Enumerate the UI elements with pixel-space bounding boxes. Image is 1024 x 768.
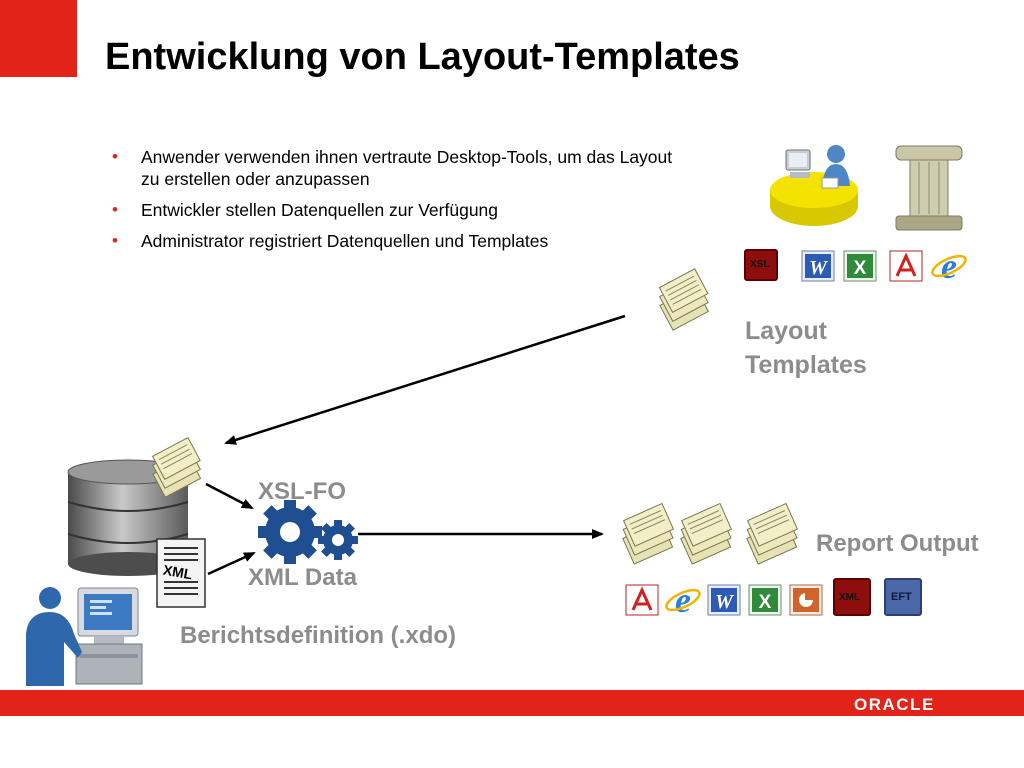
slide-title: Entwicklung von Layout-Templates <box>105 36 740 78</box>
output-xml-badge-icon: XML <box>833 578 871 616</box>
arrow-xmldata-to-engine <box>207 551 256 576</box>
svg-text:X: X <box>854 258 867 279</box>
bullet-dot: • <box>112 200 118 219</box>
xml-document-icon <box>156 538 206 608</box>
bullet-text: Administrator registriert Datenquellen u… <box>141 231 549 251</box>
output-ie-icon: e <box>665 580 701 620</box>
bullet-text: Entwickler stellen Datenquellen zur Verf… <box>141 200 499 220</box>
bullet-dot: • <box>112 231 118 250</box>
arrow-xslfo-to-engine <box>205 482 254 510</box>
person-computer-icon <box>26 587 143 686</box>
report-output-label: Report Output <box>816 530 979 557</box>
corner-accent <box>0 0 77 77</box>
layout-templates-label: Layout Templates <box>745 314 867 382</box>
output-powerpoint-icon <box>789 584 823 616</box>
output-eft-badge-icon: EFT <box>884 578 922 616</box>
layout-template-docs-icon <box>658 268 710 331</box>
svg-text:W: W <box>715 591 734 613</box>
footer-bar <box>0 690 1024 716</box>
bullet-dot: • <box>112 147 118 166</box>
svg-text:X: X <box>759 592 772 613</box>
svg-text:W: W <box>809 257 828 279</box>
xmldata-label: XML Data <box>248 564 357 591</box>
ie-icon: e <box>931 246 967 286</box>
excel-icon: X <box>843 250 877 282</box>
pdf-icon <box>889 250 923 282</box>
bullet-item: • Entwickler stellen Datenquellen zur Ver… <box>112 199 692 221</box>
report-output-docs-icon <box>622 502 799 565</box>
layout-label-line2: Templates <box>745 351 867 379</box>
oracle-logo: ORACLE <box>854 695 935 714</box>
bullet-list: • Anwender verwenden ihnen vertraute Desk… <box>112 146 692 261</box>
arrow-templates-to-db <box>224 314 626 445</box>
xsl-badge-text: XSL <box>750 259 770 270</box>
bullet-item: • Administrator registriert Datenquellen … <box>112 230 692 252</box>
output-excel-icon: X <box>748 584 782 616</box>
stored-template-docs-icon <box>151 436 202 498</box>
column-icon <box>895 145 963 231</box>
layout-label-line1: Layout <box>745 317 827 345</box>
xml-badge-text: XML <box>839 592 861 603</box>
bullet-item: • Anwender verwenden ihnen vertraute Desk… <box>112 146 692 190</box>
gears-icon <box>258 500 358 564</box>
svg-text:e: e <box>675 580 691 620</box>
eft-badge-text: EFT <box>891 591 912 603</box>
output-pdf-icon <box>625 584 659 616</box>
xslfo-label: XSL-FO <box>258 478 346 505</box>
desk-user-icon <box>770 145 858 226</box>
berichtsdefinition-label: Berichtsdefinition (.xdo) <box>180 622 456 649</box>
word-icon: W <box>801 250 835 282</box>
output-word-icon: W <box>707 584 741 616</box>
xsl-file-icon: XSL <box>744 249 778 281</box>
bullet-text: Anwender verwenden ihnen vertraute Deskt… <box>141 147 673 189</box>
